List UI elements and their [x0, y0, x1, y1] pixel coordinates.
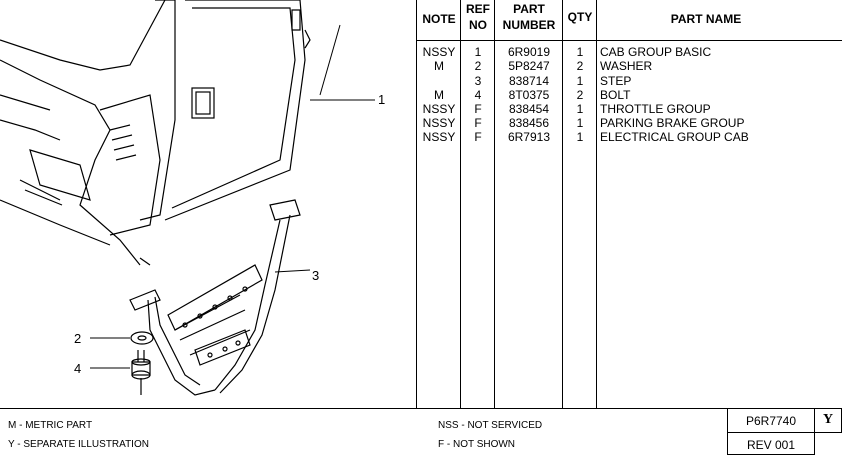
- header-ref-line2: NO: [469, 18, 487, 32]
- callout-2-label: 2: [74, 331, 81, 346]
- row-note: M: [434, 59, 444, 73]
- row-part-name: THROTTLE GROUP: [600, 102, 711, 116]
- row-note: NSSY: [422, 102, 456, 116]
- row-qty: 1: [576, 130, 584, 144]
- header-part-number: PART NUMBER: [496, 2, 562, 32]
- step-assembly: [129, 199, 301, 396]
- part-id: P6R7740: [745, 414, 797, 428]
- row-part-number: 6R9019: [507, 45, 551, 59]
- row-part-name: WASHER: [600, 59, 653, 73]
- revision: REV 001: [746, 438, 796, 452]
- column-divider: [562, 0, 563, 408]
- row-part-number: 6R7913: [507, 130, 551, 144]
- row-part-name: BOLT: [600, 88, 631, 102]
- cab-outline: [0, 0, 311, 266]
- header-qty: QTY: [567, 10, 593, 24]
- row-qty: 2: [576, 59, 584, 73]
- header-underline: [416, 40, 842, 41]
- callout-1: [310, 24, 375, 101]
- row-part-name: PARKING BRAKE GROUP: [600, 116, 745, 130]
- row-part-number: 838454: [508, 102, 550, 116]
- row-note: M: [434, 88, 444, 102]
- column-divider: [494, 0, 495, 408]
- row-qty: 1: [576, 102, 584, 116]
- row-note: NSSY: [422, 130, 456, 144]
- table-border-left: [416, 0, 417, 408]
- header-ref-line1: REF: [466, 2, 490, 16]
- row-ref: F: [474, 130, 482, 144]
- row-part-number: 8T0375: [508, 88, 550, 102]
- row-part-number: 838456: [508, 116, 550, 130]
- row-qty: 1: [576, 45, 584, 59]
- header-part-line1: PART: [513, 2, 545, 16]
- row-note: NSSY: [422, 45, 456, 59]
- row-part-number: 5P8247: [508, 59, 550, 73]
- exploded-parts-illustration: 1 3 2 4: [0, 0, 385, 396]
- row-part-name: ELECTRICAL GROUP CAB: [600, 130, 749, 144]
- row-ref: 1: [474, 45, 482, 59]
- row-ref: F: [474, 102, 482, 116]
- header-note: NOTE: [422, 12, 456, 26]
- row-qty: 1: [576, 74, 584, 88]
- header-part-name: PART NAME: [670, 12, 742, 26]
- row-part-name: CAB GROUP BASIC: [600, 45, 712, 59]
- row-ref: 3: [474, 74, 482, 88]
- legend-not-shown: F - NOT SHOWN: [438, 439, 516, 450]
- row-ref: 2: [474, 59, 482, 73]
- column-divider: [596, 0, 597, 408]
- footer-divider: [0, 408, 842, 409]
- header-part-line2: NUMBER: [502, 18, 556, 32]
- row-part-name: STEP: [600, 74, 632, 88]
- callout-1-label: 1: [378, 92, 385, 107]
- bolt-icon: [131, 350, 151, 395]
- row-note: NSSY: [422, 116, 456, 130]
- legend-not-serviced: NSS - NOT SERVICED: [438, 420, 543, 431]
- row-ref: F: [474, 116, 482, 130]
- header-ref: REF NO: [462, 2, 494, 32]
- washer-icon: [130, 331, 154, 345]
- callout-3: [274, 269, 311, 273]
- row-part-number: 838714: [508, 74, 550, 88]
- part-id-divider: [727, 432, 815, 433]
- sheet-code: Y: [822, 412, 834, 427]
- footer: M - METRIC PART Y - SEPARATE ILLUSTRATIO…: [0, 408, 842, 455]
- callout-4-label: 4: [74, 361, 81, 376]
- row-qty: 2: [576, 88, 584, 102]
- column-divider: [460, 0, 461, 408]
- callout-3-label: 3: [312, 268, 319, 283]
- legend-metric: M - METRIC PART: [8, 420, 93, 431]
- row-qty: 1: [576, 116, 584, 130]
- legend-separate: Y - SEPARATE ILLUSTRATION: [8, 439, 149, 450]
- row-ref: 4: [474, 88, 482, 102]
